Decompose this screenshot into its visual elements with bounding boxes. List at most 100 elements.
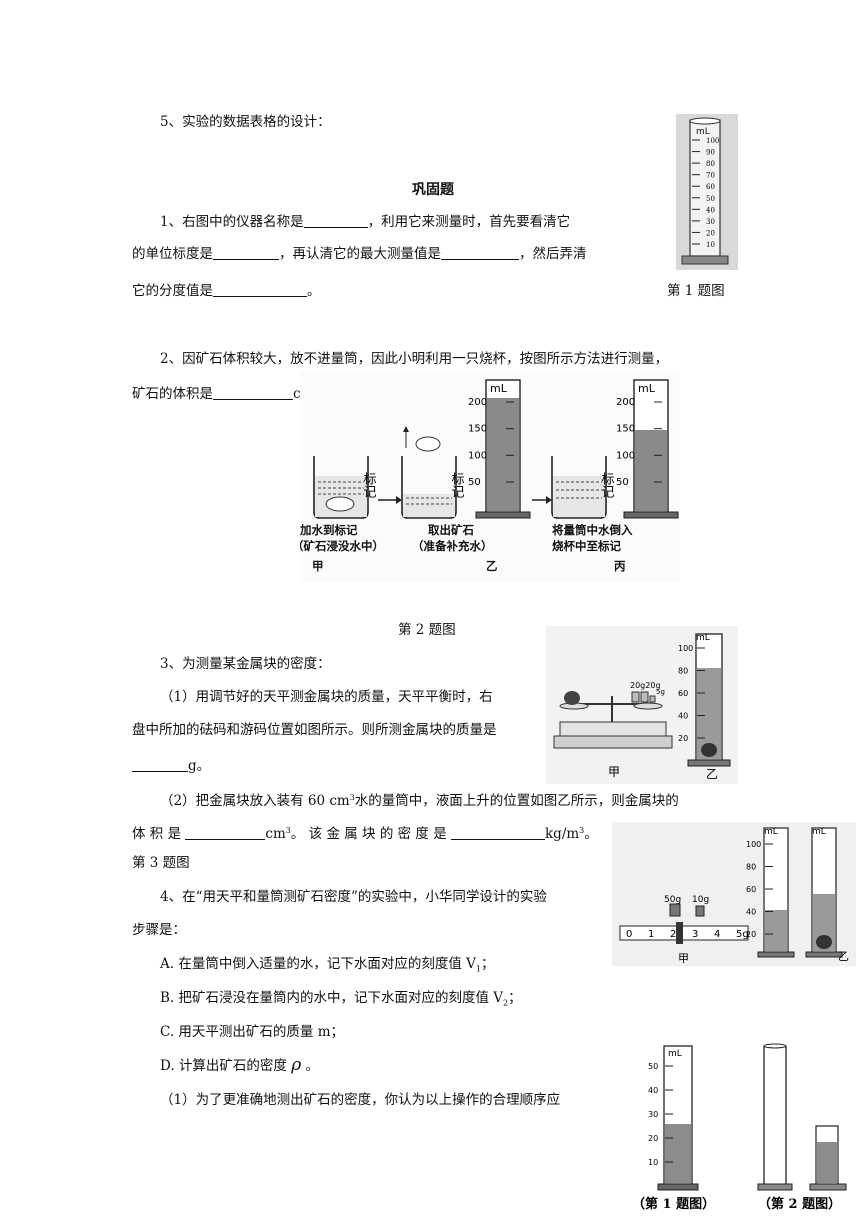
q3-label-yi: 乙 [706,767,718,781]
q1-blank-4 [213,282,307,297]
q4-figure: 50g 10g 0 1 2 3 4 5g 甲 mL 100 80 60 40 20 mL 乙 [612,822,856,966]
q1-line1: 1、右图中的仪器名称是，利用它来测量时，首先要看清它 [160,213,571,230]
bottom-caption-1: （第 1 题图） [632,1196,715,1212]
section5-text: 5、实验的数据表格的设计： [160,114,331,130]
q1-cylinder-figure: mL 100 90 80 70 60 50 40 30 20 10 [676,114,738,270]
q4-ruler-label: 2 [670,929,676,940]
q3-line2: 盘中所加的砝码和游码位置如图所示。则所测金属块的质量是 [132,722,497,738]
q2-step2b: （准备补充水） [412,539,493,553]
q4-line2: 步骤是： [132,922,186,938]
bottom-cyl-tick-label: 30 [648,1110,658,1119]
q2-caption: 第 2 题图 [398,622,456,638]
q1-cyl-tick-label: 90 [706,149,715,157]
q2-cyl2-tick-label: 200 [616,397,635,408]
q1-cyl-tick-label: 100 [706,137,719,145]
q2-cyl1-tick-label: 50 [468,477,481,488]
q3-line0: 3、为测量某金属块的密度： [160,656,331,672]
q2-cyl2-tick-label: 100 [616,450,635,461]
q2-cyl2-unit: mL [638,382,656,395]
q2-mark-3: 标记 [599,472,615,498]
q3-cyl-tick-label: 80 [678,667,688,676]
q2-step3b: 烧杯中至标记 [552,539,621,553]
q3-line4: （2）把金属块放入装有 60 cm3水的量筒中，液面上升的位置如图乙所示，则金属… [160,793,679,809]
q4-cyl1-tick-label: 60 [746,885,756,894]
q2-label-bing: 丙 [614,559,626,573]
bottom-cylinders-figure: mL 50 40 30 20 10 （第 1 题图） （第 2 题图） [632,1043,847,1212]
q3-weight-small: 5g [656,688,665,696]
q3-weights: 20g20g [630,681,661,690]
q2-label-yi: 乙 [486,559,498,573]
q1-cyl-tick-label: 20 [706,229,715,237]
q1-blank-1 [303,213,368,228]
q4-cyl1-tick-label: 80 [746,863,756,872]
q2-cyl1-tick-label: 150 [468,424,487,435]
q1-caption: 第 1 题图 [667,283,725,299]
q1-cyl-unit: mL [696,127,710,137]
q3-cyl-unit: mL [696,633,710,643]
q3-blank-density [451,825,545,840]
q1-blank-3 [441,245,519,260]
q4-line1: 4、在“用天平和量筒测矿石密度”的实验中，小华同学设计的实验 [160,889,547,905]
q4-cyl1-unit: mL [764,827,778,837]
q1-line3: 它的分度值是。 [132,282,321,299]
q2-blank [213,385,293,400]
q3-label-jia: 甲 [608,765,620,779]
q4-ruler-label: 4 [714,929,720,940]
q4-cyl2-unit: mL [812,827,826,837]
q3-line5: 体 积 是 cm3。 该 金 属 块 的 密 度 是 kg/m3。 [132,825,598,842]
q4-ruler-label: 3 [692,929,698,940]
q4-cyl1-tick-label: 100 [746,840,761,849]
q4-weight1: 50g [664,895,681,905]
q2-cyl1-unit: mL [490,382,508,395]
q3-blank-mass [132,757,188,772]
q2-cyl1-tick-label: 200 [468,397,487,408]
q4-label-yi: 乙 [838,950,849,963]
q4-stepA: A. 在量筒中倒入适量的水，记下水面对应的刻度值 V1； [160,956,495,974]
q4-label-jia: 甲 [678,952,689,965]
q1-cyl-tick-label: 30 [706,218,715,226]
q4-stepB: B. 把矿石浸没在量筒内的水中，记下水面对应的刻度值 V2； [160,990,522,1008]
q2-line1: 2、因矿石体积较大，放不进量筒，因此小明利用一只烧杯，按图所示方法进行测量， [160,351,669,367]
q3-line1: （1）用调节好的天平测金属块的质量，天平平衡时，右 [160,689,493,705]
q2-step1a: 加水到标记 [300,523,358,537]
q3-blank-volume [185,825,266,840]
bottom-cyl-tick-label: 50 [648,1062,658,1071]
q3-cyl-tick-label: 100 [678,644,693,653]
q2-step2a: 取出矿石 [428,523,474,537]
q2-mark-1: 标记 [361,472,377,498]
q3-line3: g。 [132,756,210,776]
bottom-cyl-tick-label: 20 [648,1134,658,1143]
q2-step3a: 将量筒中水倒入 [552,523,633,537]
q4-sub1: （1）为了更准确地测出矿石的密度，你认为以上操作的合理顺序应 [160,1092,561,1108]
q2-label-jia: 甲 [312,559,324,573]
q3-cyl-tick-label: 60 [678,689,688,698]
q1-line2: 的单位标度是，再认清它的最大测量值是，然后弄清 [132,245,587,262]
section-heading: 巩固题 [412,182,454,198]
q1-cyl-tick-label: 60 [706,183,715,191]
q4-stepC: C. 用天平测出矿石的质量 m； [160,1024,345,1040]
q1-cyl-tick-label: 40 [706,206,715,214]
q4-cyl1-tick-label: 40 [746,908,756,917]
q4-ruler-label: 1 [648,929,654,940]
q2-cyl2-tick-label: 150 [616,424,635,435]
q4-weight2: 10g [692,895,709,905]
q4-ruler-label: 5g [736,929,749,940]
q4-stepD: D. 计算出矿石的密度 ρ 。 [160,1055,320,1075]
bottom-cyl-tick-label: 10 [648,1158,658,1167]
q4-cyl1-tick-label: 20 [746,930,756,939]
q2-cyl1-tick-label: 100 [468,450,487,461]
q1-cyl-tick-label: 10 [706,241,715,249]
bottom-cyl-tick-label: 40 [648,1086,658,1095]
q3-caption: 第 3 题图 [132,855,190,871]
q4-ruler-label: 0 [626,929,632,940]
bottom-cyl-unit: mL [668,1049,682,1059]
q3-cyl-tick-label: 40 [678,712,688,721]
q1-cyl-tick-label: 70 [706,172,715,180]
q1-blank-2 [213,245,279,260]
q1-cyl-tick-label: 50 [706,195,715,203]
q1-cyl-tick-label: 80 [706,160,715,168]
q2-step1b: （矿石浸没水中） [300,539,384,553]
bottom-caption-2: （第 2 题图） [758,1196,841,1212]
